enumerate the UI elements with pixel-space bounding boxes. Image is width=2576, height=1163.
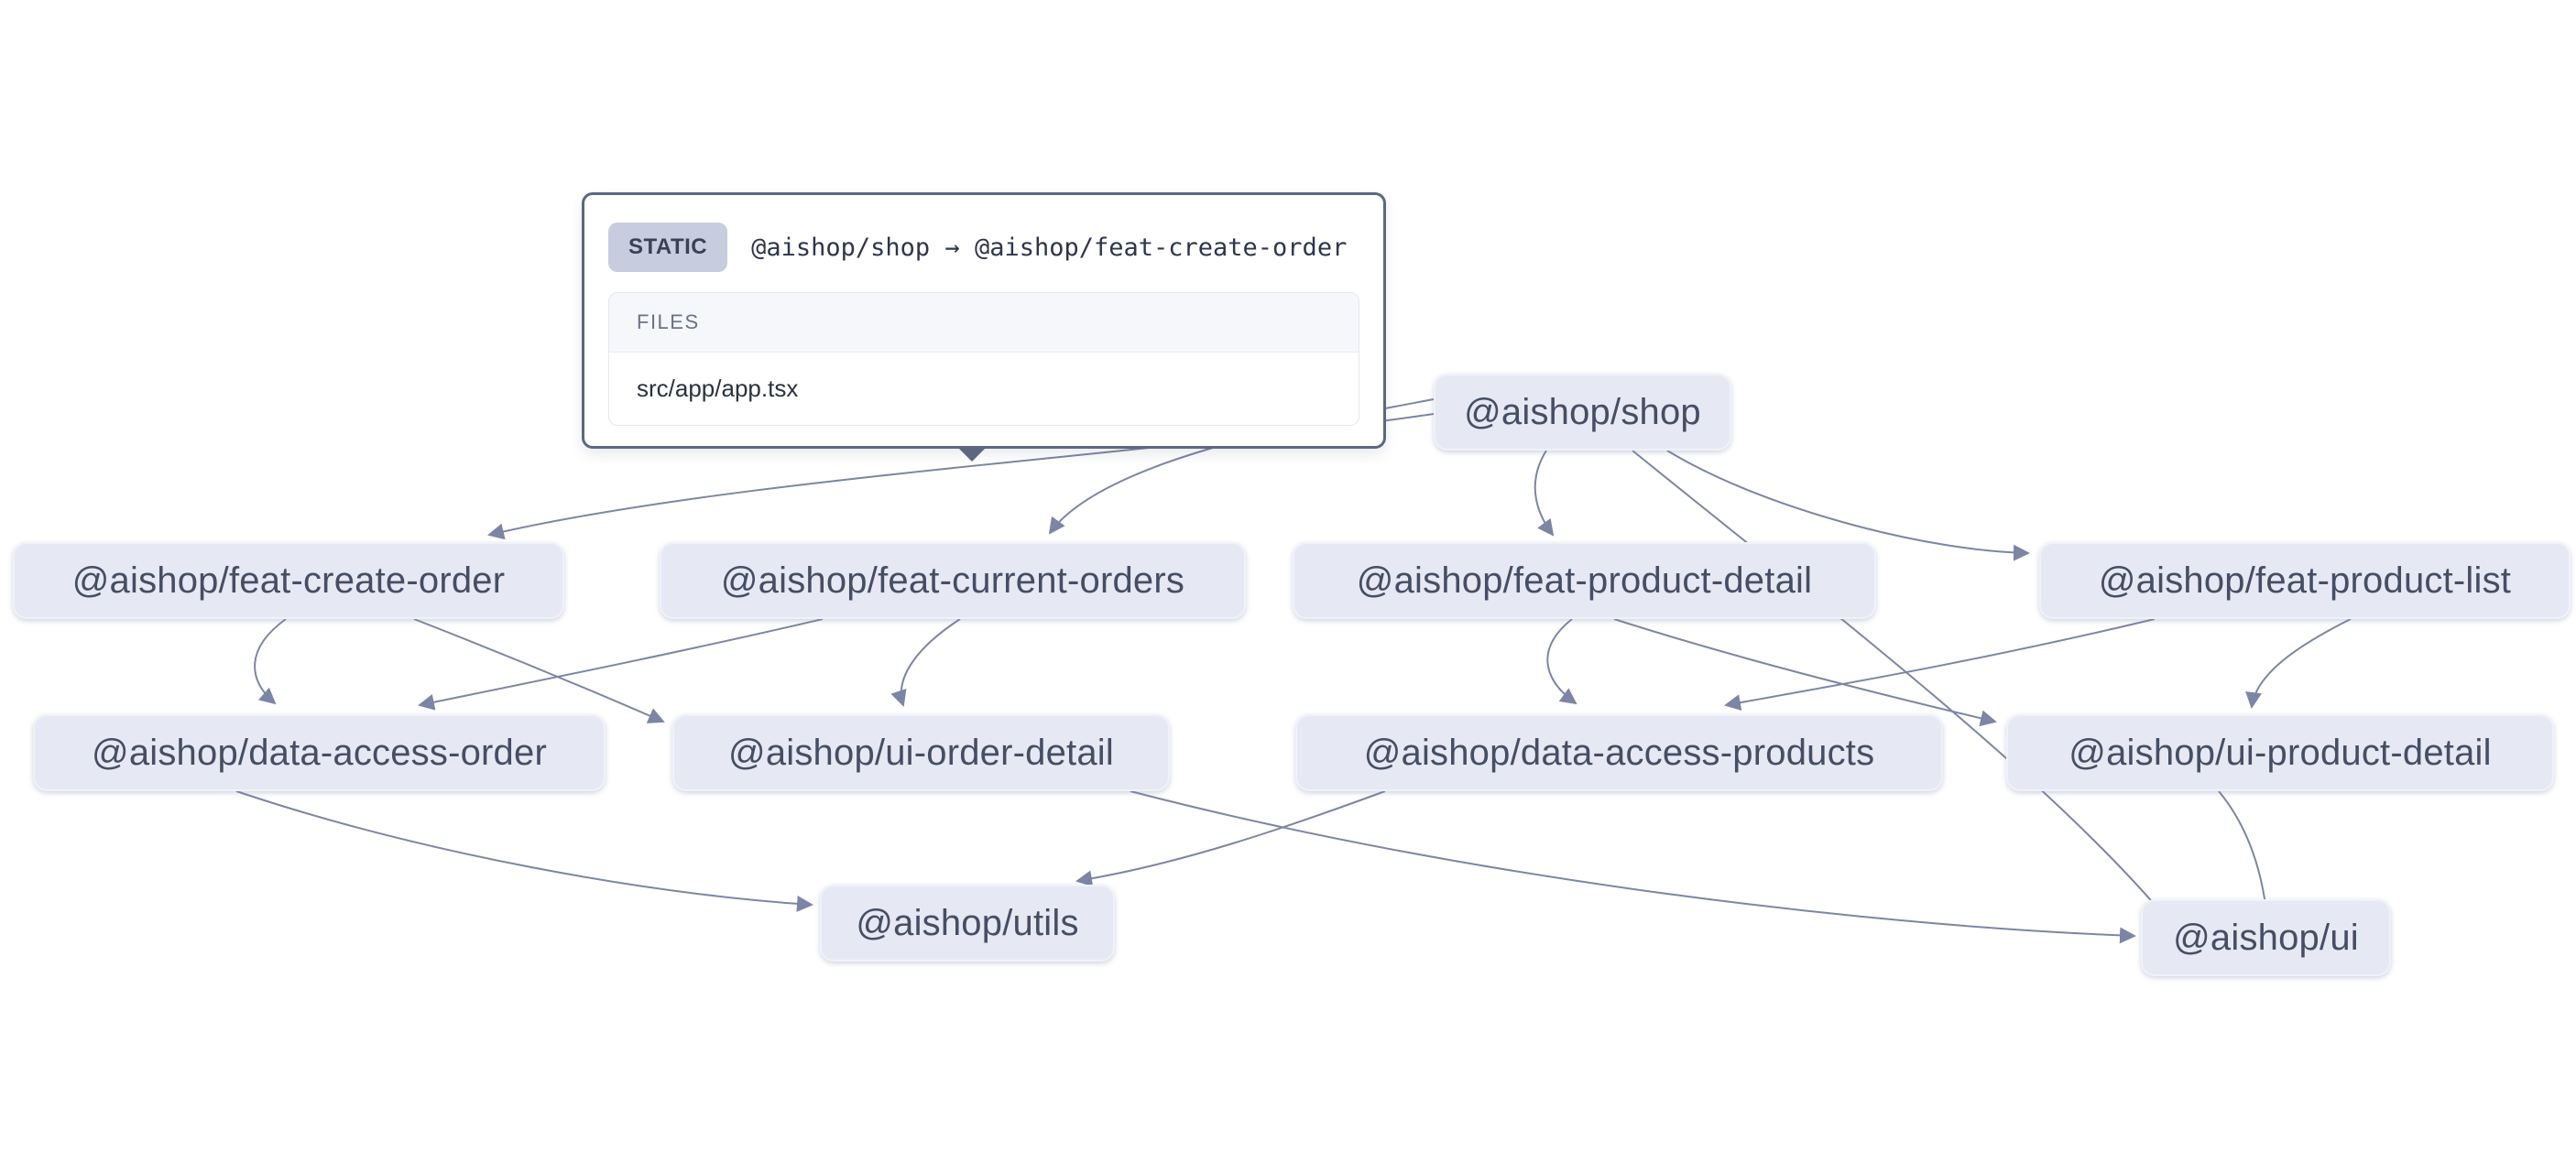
node-data-access-products[interactable]: @aishop/data-access-products	[1295, 714, 1943, 791]
edge-shop-feat-product-detail[interactable]	[1534, 450, 1555, 537]
edge-type-badge: STATIC	[608, 223, 728, 272]
edge-feat-product-list-ui-product-detail[interactable]	[2245, 618, 2352, 709]
node-shop[interactable]: @aishop/shop	[1434, 374, 1731, 451]
edge-tooltip: STATIC @aishop/shop → @aishop/feat-creat…	[582, 192, 1386, 449]
edge-feat-create-order-ui-order-detail[interactable]	[413, 618, 665, 723]
node-ui-product-detail[interactable]: @aishop/ui-product-detail	[2006, 714, 2554, 791]
edge-shop-ui[interactable]	[1632, 450, 2200, 962]
edge-feat-current-orders-data-access-order[interactable]	[418, 618, 824, 711]
node-feat-create-order[interactable]: @aishop/feat-create-order	[13, 542, 564, 619]
files-panel-header: FILES	[609, 293, 1359, 353]
edge-feat-current-orders-ui-order-detail[interactable]	[890, 618, 961, 707]
node-feat-product-detail[interactable]: @aishop/feat-product-detail	[1293, 542, 1876, 619]
files-panel: FILES src/app/app.tsx	[608, 292, 1359, 426]
file-path: src/app/app.tsx	[637, 375, 799, 402]
node-feat-product-list[interactable]: @aishop/feat-product-list	[2039, 542, 2571, 619]
node-ui[interactable]: @aishop/ui	[2141, 899, 2391, 976]
edge-shop-feat-product-list[interactable]	[1666, 450, 2030, 561]
edge-feat-create-order-data-access-order[interactable]	[254, 618, 287, 705]
edge-data-access-products-utils[interactable]	[1075, 790, 1386, 887]
tooltip-header: STATIC @aishop/shop → @aishop/feat-creat…	[608, 223, 1359, 272]
node-ui-order-detail[interactable]: @aishop/ui-order-detail	[672, 714, 1170, 791]
edge-data-access-order-utils[interactable]	[235, 790, 813, 912]
edge-feat-product-detail-ui-product-detail[interactable]	[1613, 618, 1997, 727]
node-data-access-order[interactable]: @aishop/data-access-order	[33, 714, 606, 791]
edge-feat-product-list-data-access-products[interactable]	[1724, 618, 2156, 712]
node-feat-current-orders[interactable]: @aishop/feat-current-orders	[660, 542, 1246, 619]
files-list: src/app/app.tsx	[609, 353, 1359, 425]
edge-description: @aishop/shop → @aishop/feat-create-order	[751, 233, 1348, 262]
node-utils[interactable]: @aishop/utils	[820, 885, 1115, 962]
edge-feat-product-detail-data-access-products[interactable]	[1546, 618, 1577, 705]
edge-ui-order-detail-ui[interactable]	[1130, 790, 2136, 944]
tooltip-pointer-icon	[956, 446, 988, 462]
